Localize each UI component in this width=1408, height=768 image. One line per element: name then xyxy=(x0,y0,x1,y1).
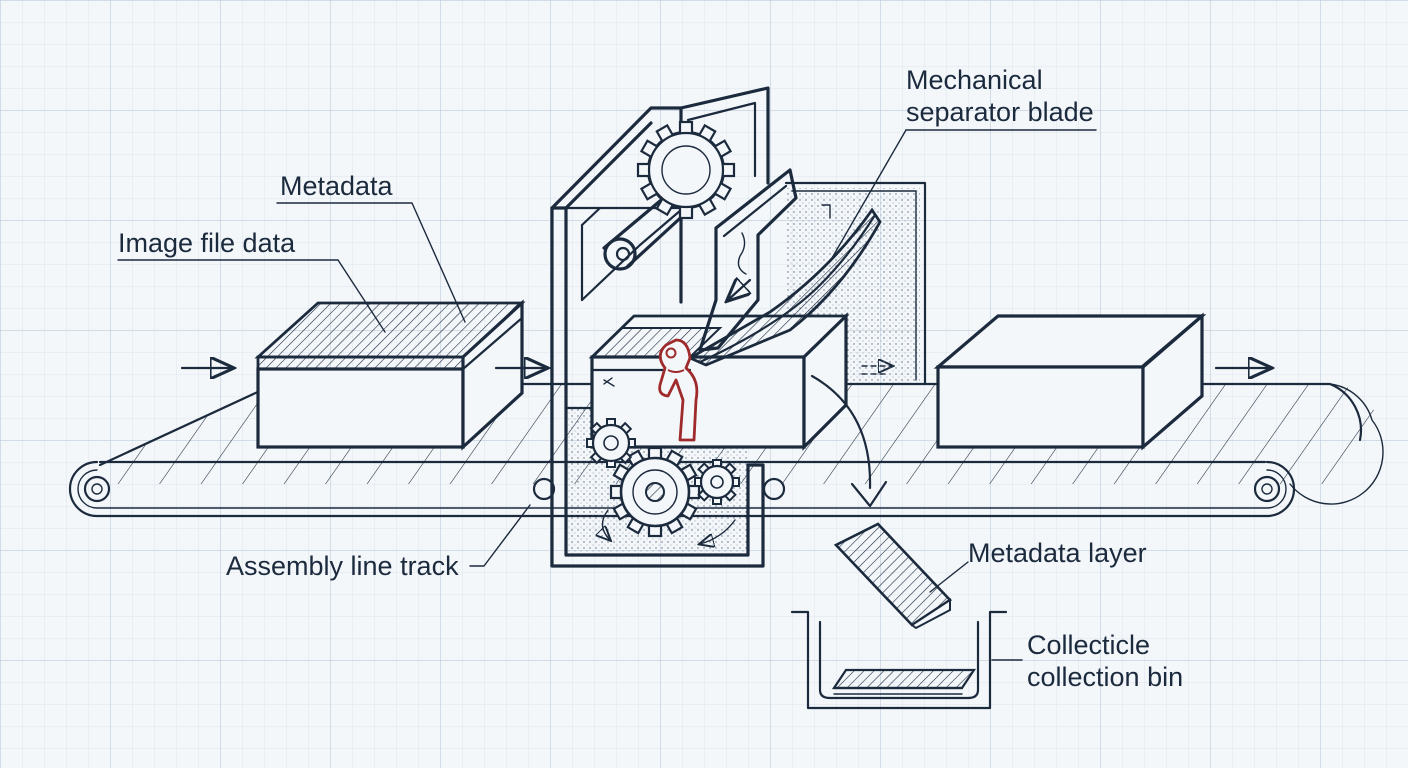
metadata-layer-label: Metadata layer xyxy=(968,538,1147,568)
assembly-line-track-label: Assembly line track xyxy=(226,551,459,581)
output-image-box xyxy=(933,312,1207,451)
drive-gear-large-icon xyxy=(609,446,701,538)
rotation-arrows xyxy=(602,509,736,544)
falling-metadata-layer xyxy=(833,522,953,630)
collection-bin-label-line1: Collecticle xyxy=(1027,630,1150,660)
metadata-label: Metadata xyxy=(280,171,394,201)
top-gear-icon xyxy=(636,120,736,220)
image-file-data-label: Image file data xyxy=(118,228,296,258)
drop-arrow xyxy=(810,374,888,508)
mechanical-separator-label-line2: separator blade xyxy=(906,97,1094,127)
gripper-claw-icon xyxy=(658,338,699,442)
collection-bin-label-line2: collection bin xyxy=(1027,662,1183,692)
collection-bin xyxy=(790,610,1008,710)
mechanical-separator-label-line1: Mechanical xyxy=(906,65,1043,95)
input-image-box xyxy=(254,299,526,451)
leader-lines xyxy=(117,129,1097,661)
drive-gear-small-right-icon xyxy=(694,459,740,505)
mechanical-separator-blade xyxy=(686,168,882,367)
drive-gear-small-left-icon xyxy=(586,418,636,468)
